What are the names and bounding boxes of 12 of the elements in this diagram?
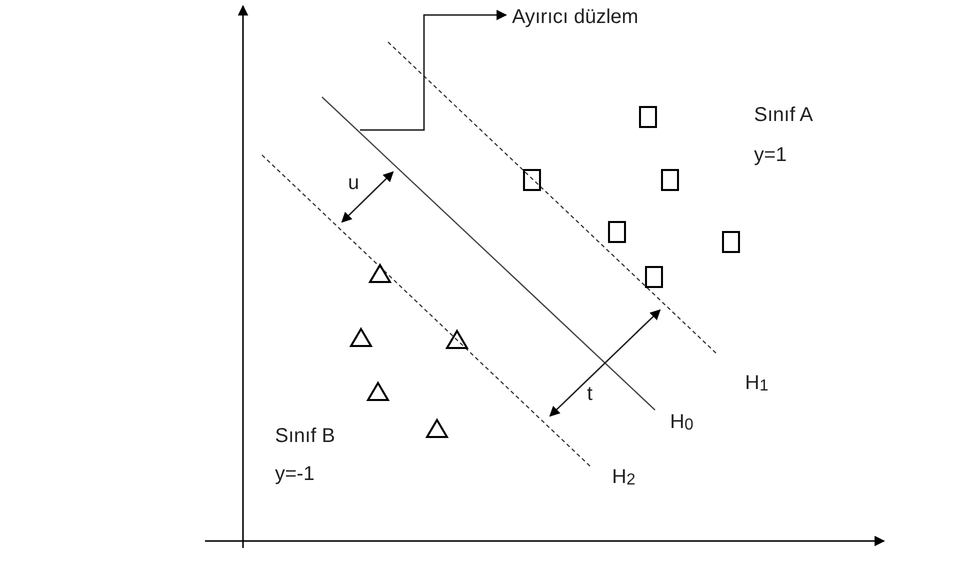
line-label: H$_{2}$ — [612, 466, 636, 490]
margin-label: u — [348, 172, 360, 194]
class-label: Sınıf A — [754, 104, 813, 126]
line-label: H$_{0}$ — [670, 411, 694, 434]
line-label: H$_{1}$ — [745, 372, 768, 396]
class-value-label: y=1 — [754, 144, 787, 166]
hyperplane-line — [322, 96, 656, 410]
plane-label: Ayırıcı düzlem — [512, 6, 638, 28]
leader-arrow — [360, 10, 508, 131]
margin-label: t — [587, 383, 593, 405]
class-label: Sınıf B — [275, 425, 336, 447]
class-value-label: y=-1 — [275, 463, 314, 485]
